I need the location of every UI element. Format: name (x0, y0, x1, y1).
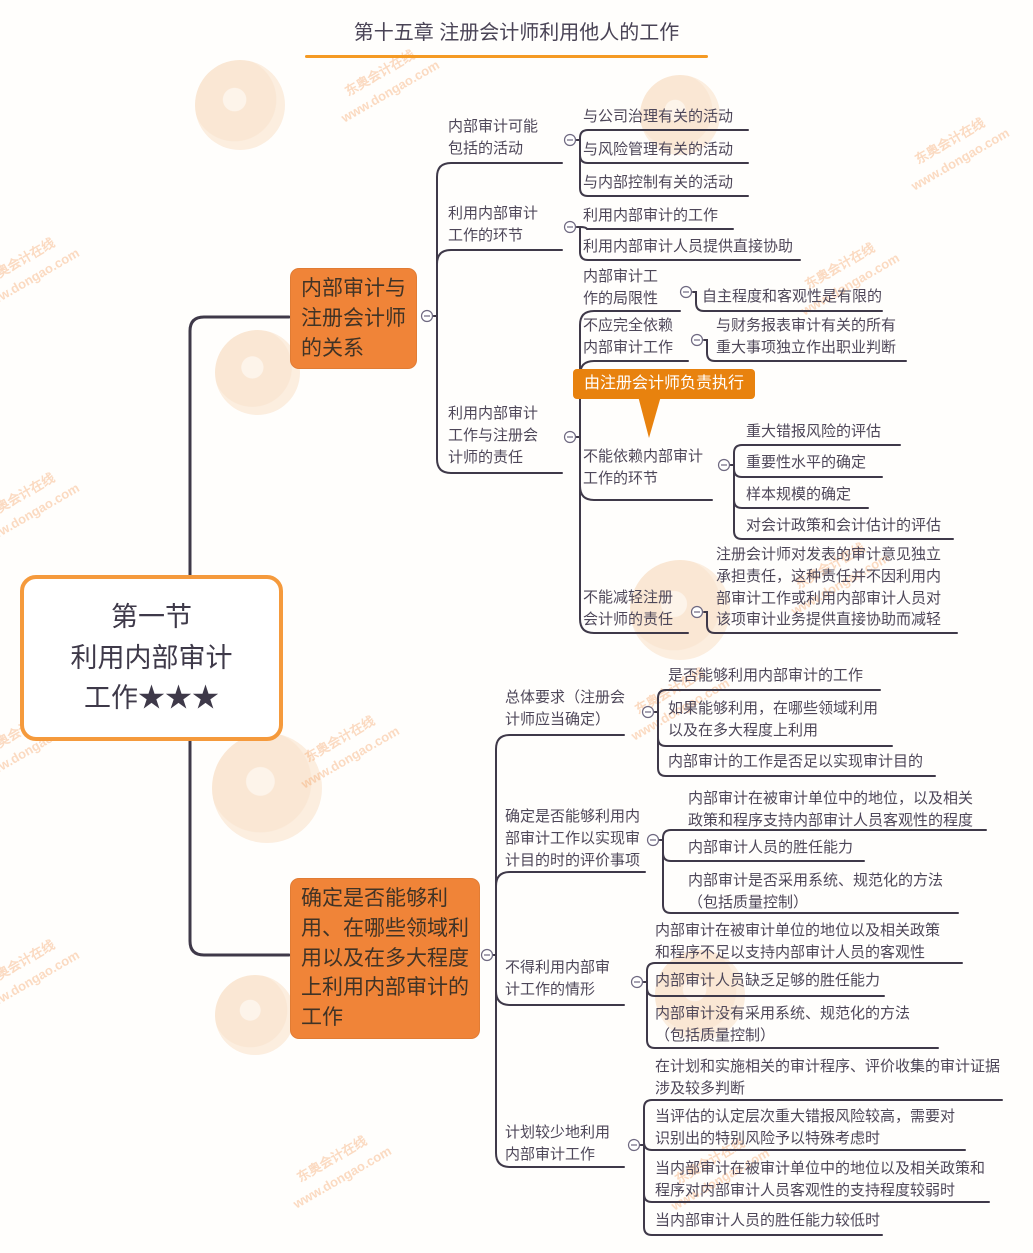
logo-watermark (215, 975, 295, 1055)
collapse-icon[interactable] (630, 975, 644, 989)
collapse-icon[interactable] (480, 948, 494, 962)
topic-links[interactable]: 利用内部审计 工作的环节 (448, 205, 539, 244)
topic-relation[interactable]: 内部审计与 注册会计师 的关系 (290, 268, 417, 370)
collapse-icon[interactable] (420, 309, 434, 323)
leaf-direct-assist[interactable]: 利用内部审计人员提供直接协助 (583, 238, 794, 255)
leaf-weak-support[interactable]: 当内部审计在被审计单位中的地位以及相关政策和 程序对内部审计人员客观性的支持程度… (655, 1160, 986, 1199)
leaf-use-work[interactable]: 利用内部审计的工作 (583, 207, 719, 224)
collapse-icon[interactable] (627, 1138, 641, 1152)
leaf-limitation-objectivity[interactable]: 自主程度和客观性是有限的 (702, 288, 883, 305)
leaf-activity-risk[interactable]: 与风险管理有关的活动 (583, 141, 734, 158)
collapse-icon[interactable] (641, 705, 655, 719)
topic-no-mitigation[interactable]: 不能减轻注册 会计师的责任 (583, 589, 674, 628)
topic-activities[interactable]: 内部审计可能 包括的活动 (448, 118, 539, 157)
collapse-icon[interactable] (690, 333, 704, 347)
leaf-sufficient-purpose[interactable]: 内部审计的工作是否足以实现审计目的 (668, 753, 924, 770)
leaf-more-judgment[interactable]: 在计划和实施相关的审计程序、评价收集的审计证据 涉及较多判断 (655, 1058, 1001, 1097)
leaf-systematic-method[interactable]: 内部审计是否采用系统、规范化的方法 （包括质量控制） (688, 872, 944, 911)
page-title: 第十五章 注册会计师利用他人的工作 (353, 22, 680, 44)
leaf-activity-control[interactable]: 与内部控制有关的活动 (583, 174, 734, 191)
leaf-no-systematic-method[interactable]: 内部审计没有采用系统、规范化的方法 （包括质量控制） (655, 1005, 911, 1044)
logo-watermark (215, 330, 300, 415)
leaf-whether-use[interactable]: 是否能够利用内部审计的工作 (668, 667, 864, 684)
leaf-competence[interactable]: 内部审计人员的胜任能力 (688, 839, 854, 856)
collapse-icon[interactable] (563, 430, 577, 444)
connectors (188, 129, 1003, 1236)
leaf-activity-governance[interactable]: 与公司治理有关的活动 (583, 108, 734, 125)
callout-cpa-responsible[interactable]: 由注册会计师负责执行 (573, 369, 756, 399)
callout-tail (638, 396, 661, 438)
collapse-icon[interactable] (563, 133, 577, 147)
collapse-icon[interactable] (690, 605, 704, 619)
leaf-independent-judgment[interactable]: 与财务报表审计有关的所有 重大事项独立作出职业判断 (716, 317, 897, 356)
collapse-icon[interactable] (679, 285, 693, 299)
topic-evaluation-items[interactable]: 确定是否能够利用内 部审计工作以实现审 计目的时的评价事项 (505, 808, 641, 869)
leaf-status-objectivity[interactable]: 内部审计在被审计单位中的地位，以及相关 政策和程序支持内部审计人员客观性的程度 (688, 790, 974, 829)
leaf-materiality[interactable]: 重要性水平的确定 (746, 454, 867, 471)
topic-limitation[interactable]: 内部审计工 作的局限性 (583, 268, 659, 307)
leaf-which-areas[interactable]: 如果能够利用，在哪些领域利用 以及在多大程度上利用 (668, 700, 879, 739)
leaf-opinion-responsibility[interactable]: 注册会计师对发表的审计意见独立 承担责任，这种责任并不因利用内 部审计工作或利用… (716, 546, 942, 629)
leaf-policy-estimate[interactable]: 对会计政策和会计估计的评估 (746, 517, 942, 534)
topic-plan-less-use[interactable]: 计划较少地利用 内部审计工作 (505, 1124, 611, 1163)
collapse-icon[interactable] (563, 220, 577, 234)
topic-overall-requirements[interactable]: 总体要求（注册会 计师应当确定） (505, 689, 626, 728)
topic-determination[interactable]: 确定是否能够利 用、在哪些领域利 用以及在多大程度 上利用内部审计的 工作 (290, 878, 480, 1040)
title-underline (305, 55, 708, 58)
topic-responsibility[interactable]: 利用内部审计 工作与注册会 计师的责任 (448, 405, 539, 466)
topic-prohibited-cases[interactable]: 不得利用内部审 计工作的情形 (505, 959, 611, 998)
collapse-icon[interactable] (646, 833, 660, 847)
logo-watermark (212, 733, 322, 843)
root-topic[interactable]: 第一节 利用内部审计 工作★★★ (20, 575, 283, 741)
leaf-risk-assessment[interactable]: 重大错报风险的评估 (746, 423, 882, 440)
logo-watermark (630, 560, 730, 660)
logo-watermark (640, 75, 720, 155)
topic-no-reliance-steps[interactable]: 不能依赖内部审计 工作的环节 (583, 448, 704, 487)
leaf-lack-competence[interactable]: 内部审计人员缺乏足够的胜任能力 (655, 972, 881, 989)
leaf-low-competence[interactable]: 当内部审计人员的胜任能力较低时 (655, 1212, 881, 1229)
leaf-higher-risk[interactable]: 当评估的认定层次重大错报风险较高，需要对 识别出的特别风险予以特殊考虑时 (655, 1108, 956, 1147)
collapse-icons (420, 133, 731, 1152)
collapse-icon[interactable] (717, 458, 731, 472)
leaf-insufficient-objectivity[interactable]: 内部审计在被审计单位的地位以及相关政策 和程序不足以支持内部审计人员的客观性 (655, 922, 941, 961)
logo-watermark (195, 60, 285, 150)
leaf-sample-size[interactable]: 样本规模的确定 (746, 486, 852, 503)
topic-no-full-reliance[interactable]: 不应完全依赖 内部审计工作 (583, 317, 674, 356)
